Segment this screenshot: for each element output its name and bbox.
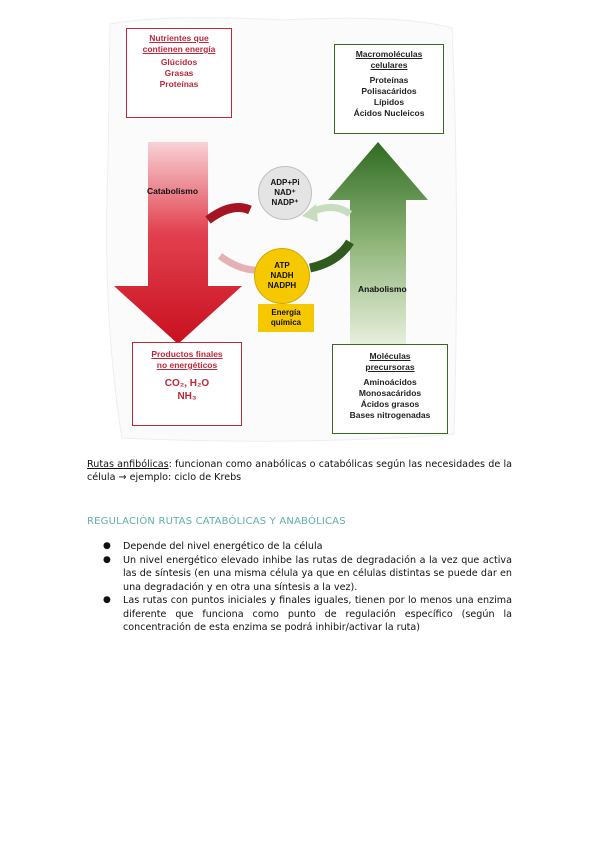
- macromolecule-item: Ácidos Nucleicos: [353, 108, 425, 118]
- metabolism-diagram: Nutrientes que contienen energía Glúcido…: [102, 14, 460, 444]
- product-item: NH₃: [177, 391, 197, 402]
- catabolism-label: Catabolismo: [147, 186, 199, 196]
- section-heading: REGULACIÓN RUTAS CATABÓLICAS Y ANABÓLICA…: [87, 516, 346, 527]
- precursor-item: Aminoácidos: [363, 377, 417, 387]
- precursors-title: Moléculas precursoras: [365, 351, 415, 372]
- adp-label: ADP+Pi: [270, 178, 300, 187]
- nadp-label: NADP⁺: [271, 198, 299, 207]
- amphibolic-paragraph: Rutas anfibólicas: funcionan como anaból…: [87, 458, 512, 484]
- nadph-label: NADPH: [267, 281, 297, 290]
- products-box: Productos finales no energéticos CO₂, H₂…: [132, 342, 242, 426]
- nadh-label: NADH: [270, 271, 294, 280]
- precursor-item: Ácidos grasos: [360, 399, 420, 409]
- precursor-item: Monosacáridos: [358, 388, 422, 398]
- nad-label: NAD⁺: [274, 188, 296, 197]
- list-item: ● Depende del nivel energético de la célu…: [87, 540, 512, 554]
- catabolism-arrow: [114, 142, 242, 344]
- precursors-items: Aminoácidos Monosacáridos Ácidos grasos …: [333, 377, 447, 421]
- atp-label: ATP: [274, 261, 290, 270]
- list-item: ● Un nivel energético elevado inhibe las …: [87, 554, 512, 595]
- list-item: ● Las rutas con puntos iniciales y finale…: [87, 594, 512, 635]
- nutrients-title: Nutrientes que contienen energía: [142, 33, 216, 54]
- macromolecules-items: Proteínas Polisacáridos Lípidos Ácidos N…: [335, 75, 443, 119]
- list-item-text: Las rutas con puntos iniciales y finales…: [123, 595, 512, 633]
- energy-word: Energía: [271, 308, 301, 317]
- precursor-item: Bases nitrogenadas: [349, 410, 431, 420]
- nutrient-item: Proteínas: [159, 79, 199, 89]
- bullet-icon: ●: [103, 554, 111, 565]
- list-item-text: Depende del nivel energético de la célul…: [123, 541, 323, 552]
- product-item: CO₂, H₂O: [164, 378, 210, 389]
- bullet-icon: ●: [103, 595, 111, 605]
- macromolecule-item: Lípidos: [373, 97, 405, 107]
- products-title: Productos finales no energéticos: [151, 349, 223, 370]
- anabolism-label: Anabolismo: [358, 284, 407, 294]
- anabolism-arrow: [328, 142, 428, 344]
- nutrients-items: Glúcidos Grasas Proteínas: [127, 57, 231, 90]
- amphibolic-term: Rutas anfibólicas: [87, 459, 169, 470]
- precursors-box: Moléculas precursoras Aminoácidos Monosa…: [332, 344, 448, 434]
- macromolecules-title: Macromoléculas celulares: [355, 49, 423, 70]
- nutrient-item: Grasas: [164, 68, 194, 78]
- nutrients-box: Nutrientes que contienen energía Glúcido…: [126, 28, 232, 118]
- macromolecule-item: Proteínas: [369, 75, 409, 85]
- atp-arrow: [205, 203, 252, 224]
- macromolecules-box: Macromoléculas celulares Proteínas Polis…: [334, 44, 444, 134]
- chemical-word: química: [270, 318, 302, 327]
- adp-circle: ADP+Pi NAD⁺ NADP⁺: [258, 166, 312, 220]
- adp-arrow: [308, 239, 354, 273]
- amphibolic-text: : funcionan como anabólicas o catabólica…: [87, 459, 512, 483]
- regulation-list: ● Depende del nivel energético de la célu…: [87, 540, 512, 635]
- list-item-text: Un nivel energético elevado inhibe las r…: [123, 554, 512, 593]
- macromolecule-item: Polisacáridos: [361, 86, 417, 96]
- adp-arrow-head: [302, 204, 318, 222]
- chemical-energy-label: Energía química: [258, 304, 314, 332]
- products-items: CO₂, H₂O NH₃: [133, 377, 241, 403]
- atp-circle: ATP NADH NADPH: [254, 248, 310, 304]
- bullet-icon: ●: [103, 541, 111, 551]
- nutrient-item: Glúcidos: [160, 57, 198, 67]
